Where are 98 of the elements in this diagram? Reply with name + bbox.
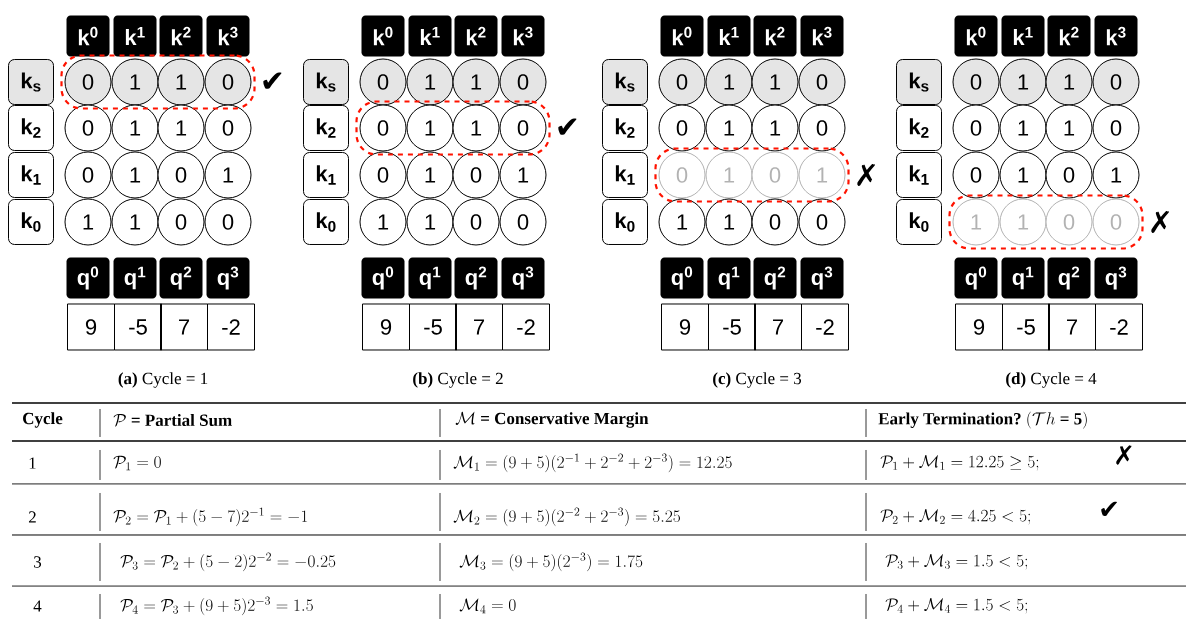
row-label: k$_{0}$: [602, 199, 648, 245]
row-label: k$_{0}$: [896, 199, 942, 245]
value-cell: -2: [207, 303, 255, 351]
highlight-outline: [948, 194, 1144, 250]
column-header: k$^{1}$: [1001, 15, 1045, 57]
table-cell: $\mathcal{P}_3 = \mathcal{P}_2+(5-2)2^{-2} = -0.25$: [120, 552, 336, 572]
column-header: k$^{1}$: [707, 15, 751, 57]
value-cell: -5: [114, 303, 162, 351]
query-header: q$^{2}$: [159, 257, 203, 299]
table-cell: 2: [28, 511, 36, 523]
value-cell: 7: [1048, 303, 1096, 351]
row-label: k$_{1}$: [896, 152, 942, 198]
query-header: q$^{1}$: [707, 257, 751, 299]
value-cell: 7: [160, 303, 208, 351]
query-header: q$^{2}$: [753, 257, 797, 299]
row-label: k$_{1}$: [8, 152, 54, 198]
table-cell: $\mathcal{P}_2+\mathcal{M}_2 = 4.25 < 5;$: [880, 509, 1030, 525]
row-label: k$_{s}$: [8, 59, 54, 105]
column-header: k$^{0}$: [66, 15, 110, 57]
column-header: k$^{3}$: [501, 15, 545, 57]
table-cell: $\mathcal{M}_1 = (9+5)(2^{-1}+2^{-2}+2^{-3}) = 12.25$: [453, 453, 732, 473]
table-cell: $\mathcal{M}_2 = (9+5)(2^{-2}+2^{-3}) = 5.25$: [453, 507, 680, 527]
row-label: k$_{2}$: [303, 105, 349, 151]
status-mark: ✔: [558, 118, 577, 135]
table-cell: $\mathcal{P}_1+\mathcal{M}_1 = 12.25 \geq 5;$: [880, 455, 1039, 471]
status-mark: ✗: [1116, 445, 1132, 465]
row-label: k$_{2}$: [602, 105, 648, 151]
row-label: k$_{1}$: [303, 152, 349, 198]
status-mark: ✔: [263, 72, 282, 89]
value-cell: -2: [502, 303, 550, 351]
value-cell: -2: [801, 303, 849, 351]
subfigure-caption: (c) Cycle = 3: [713, 372, 802, 388]
column-header: k$^{1}$: [408, 15, 452, 57]
row-label: k$_{s}$: [303, 59, 349, 105]
query-header: q$^{0}$: [66, 257, 110, 299]
query-header: q$^{3}$: [501, 257, 545, 299]
column-header: k$^{3}$: [800, 15, 844, 57]
table-cell: $\mathcal{M}_3 = (9+5)(2^{-3}) = 1.75$: [459, 552, 643, 572]
value-cell: 7: [455, 303, 503, 351]
value-cell: -5: [409, 303, 457, 351]
query-header: q$^{2}$: [454, 257, 498, 299]
column-header: k$^{2}$: [753, 15, 797, 57]
query-header: q$^{1}$: [1001, 257, 1045, 299]
column-header: k$^{3}$: [206, 15, 250, 57]
row-label: k$_{s}$: [896, 59, 942, 105]
row-label: k$_{s}$: [602, 59, 648, 105]
query-header: q$^{0}$: [361, 257, 405, 299]
subfigure-caption: (a) Cycle = 1: [118, 372, 208, 388]
column-header: k$^{0}$: [660, 15, 704, 57]
table-cell: 3: [34, 556, 42, 568]
query-header: q$^{0}$: [954, 257, 998, 299]
value-cell: 7: [754, 303, 802, 351]
query-header: q$^{2}$: [1047, 257, 1091, 299]
subfigure-caption: (d) Cycle = 4: [1006, 372, 1097, 388]
value-cell: -5: [708, 303, 756, 351]
table-header: $\mathcal{M}\ \textbf{= Conservative Margin}$: [455, 411, 649, 428]
query-header: q$^{3}$: [800, 257, 844, 299]
table-header: $\mathcal{P}\ \textbf{= Partial Sum}$: [113, 414, 232, 427]
row-label: k$_{0}$: [8, 199, 54, 245]
column-header: k$^{0}$: [361, 15, 405, 57]
value-cell: -2: [1095, 303, 1143, 351]
column-header: k$^{2}$: [1047, 15, 1091, 57]
value-cell: 9: [955, 303, 1003, 351]
table-cell: $\mathcal{P}_4+\mathcal{M}_4 = 1.5 < 5;$: [885, 598, 1027, 614]
value-cell: 9: [661, 303, 709, 351]
table-header: $\textbf{Early Termination?}\ (\mathcal{T}h\ \textbf{= 5})$: [878, 411, 1087, 429]
column-header: k$^{0}$: [954, 15, 998, 57]
query-header: q$^{1}$: [408, 257, 452, 299]
table-cell: 1: [29, 457, 36, 469]
column-header: k$^{1}$: [113, 15, 157, 57]
table-cell: $\mathcal{P}_1 = 0$: [113, 455, 161, 471]
highlight-outline: [654, 147, 850, 203]
table-cell: $\mathcal{M}_4 = 0$: [459, 598, 516, 614]
column-header: k$^{2}$: [454, 15, 498, 57]
table-cell: 4: [33, 600, 42, 612]
value-cell: -5: [1002, 303, 1050, 351]
row-label: k$_{0}$: [303, 199, 349, 245]
value-cell: 9: [362, 303, 410, 351]
subfigure-caption: (b) Cycle = 2: [413, 372, 503, 388]
value-cell: 9: [67, 303, 115, 351]
table-header: Cycle: [23, 412, 63, 428]
query-header: q$^{0}$: [660, 257, 704, 299]
status-mark: ✗: [857, 163, 875, 187]
column-header: k$^{2}$: [159, 15, 203, 57]
row-label: k$_{2}$: [8, 105, 54, 151]
table-cell: $\mathcal{P}_4 = \mathcal{P}_3+(9+5)2^{-3} = 1.5$: [120, 596, 313, 616]
table-cell: $\mathcal{P}_3+\mathcal{M}_3 = 1.5 < 5;$: [885, 554, 1027, 570]
table-cell: $\mathcal{P}_2 = \mathcal{P}_1+(5-7)2^{-1} = -1$: [113, 507, 308, 527]
query-header: q$^{1}$: [113, 257, 157, 299]
status-mark: ✗: [1151, 210, 1169, 234]
status-mark: ✔: [1101, 501, 1117, 516]
row-label: k$_{1}$: [602, 152, 648, 198]
query-header: q$^{3}$: [206, 257, 250, 299]
highlight-outline: [60, 54, 256, 110]
query-header: q$^{3}$: [1094, 257, 1138, 299]
highlight-outline: [355, 100, 551, 156]
row-label: k$_{2}$: [896, 105, 942, 151]
column-header: k$^{3}$: [1094, 15, 1138, 57]
